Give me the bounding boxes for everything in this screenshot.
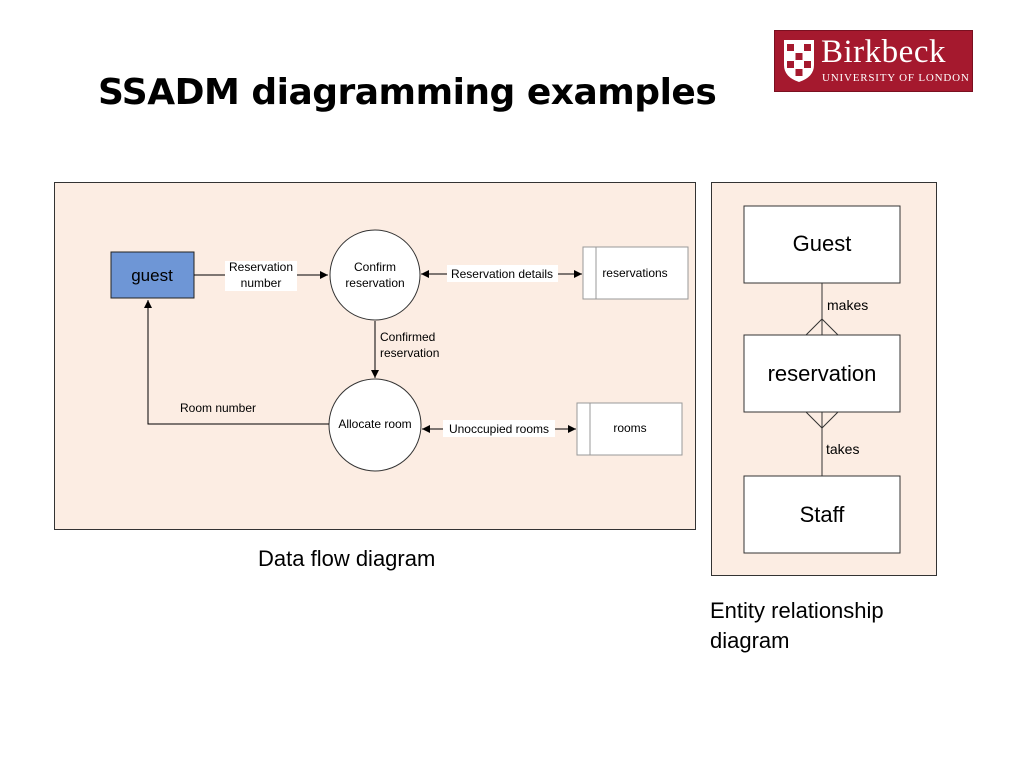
reservation-details-label: Reservation details bbox=[451, 267, 553, 281]
flow-label-bg bbox=[443, 420, 555, 437]
confirmed-reservation-line1: Confirmed bbox=[380, 330, 435, 344]
allocate-label: Allocate room bbox=[338, 417, 411, 431]
logo-subtitle: UNIVERSITY OF LONDON bbox=[822, 72, 970, 84]
page-title: SSADM diagramming examples bbox=[98, 72, 717, 113]
erd-caption-line1: Entity relationship bbox=[710, 598, 884, 623]
room-number-label: Room number bbox=[180, 401, 256, 415]
process-allocate-room bbox=[328, 378, 422, 472]
relationship-makes-label: makes bbox=[827, 297, 868, 313]
crows-foot-icon bbox=[805, 318, 839, 336]
erd-caption: Entity relationship diagram bbox=[710, 596, 884, 656]
rooms-label: rooms bbox=[613, 421, 646, 435]
logo-wordmark: Birkbeck bbox=[821, 34, 946, 70]
erd-canvas: Guest reservation Staff makes takes bbox=[743, 205, 901, 554]
crows-foot-icon bbox=[805, 411, 839, 429]
entity-guest bbox=[743, 205, 901, 284]
reservation-number-line2: number bbox=[241, 276, 282, 290]
flow-label-bg bbox=[225, 261, 297, 291]
flow-room-number bbox=[144, 300, 329, 425]
reservation-number-line1: Reservation bbox=[229, 260, 293, 274]
erd-caption-line2: diagram bbox=[710, 628, 790, 653]
shield-icon bbox=[784, 40, 814, 82]
confirmed-reservation-line2: reservation bbox=[380, 346, 439, 360]
external-entity-guest bbox=[110, 251, 195, 299]
birkbeck-logo: Birkbeck UNIVERSITY OF LONDON bbox=[774, 30, 973, 92]
entity-staff bbox=[743, 475, 901, 554]
guest-label: guest bbox=[131, 266, 173, 285]
entity-staff-label: Staff bbox=[800, 502, 846, 527]
datastore-reservations bbox=[582, 246, 689, 300]
flow-label-bg bbox=[447, 265, 558, 282]
dfd-caption: Data flow diagram bbox=[258, 546, 436, 571]
relationship-takes-label: takes bbox=[826, 441, 859, 457]
process-confirm-reservation bbox=[329, 229, 421, 321]
erd-panel: Guest reservation Staff makes takes bbox=[711, 182, 937, 576]
entity-guest-label: Guest bbox=[793, 231, 852, 256]
confirm-label-line2: reservation bbox=[345, 276, 404, 290]
datastore-rooms bbox=[576, 402, 683, 456]
confirm-label-line1: Confirm bbox=[354, 260, 396, 274]
dfd-panel: guest Confirm reservation Allocate room … bbox=[54, 182, 696, 530]
entity-reservation bbox=[743, 334, 901, 413]
dfd-canvas: guest Confirm reservation Allocate room … bbox=[110, 229, 689, 472]
entity-reservation-label: reservation bbox=[768, 361, 877, 386]
unoccupied-rooms-label: Unoccupied rooms bbox=[449, 422, 549, 436]
reservations-label: reservations bbox=[602, 266, 667, 280]
